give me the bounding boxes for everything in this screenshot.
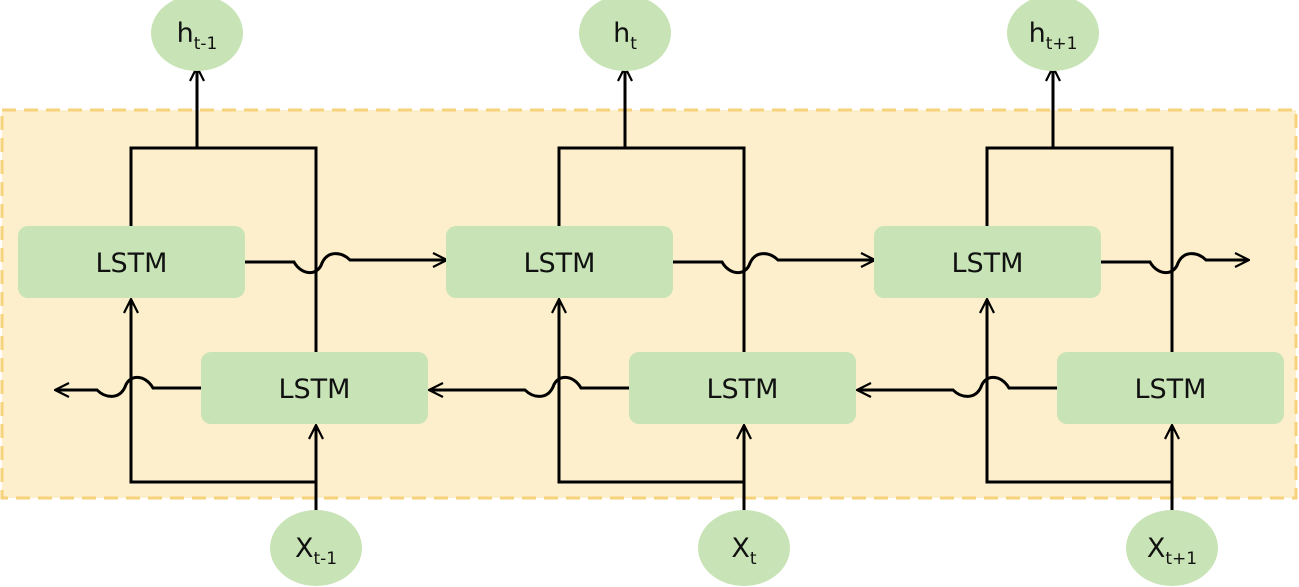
output-node-label: ht xyxy=(613,18,637,54)
lstm-forward-cell: LSTM xyxy=(446,226,673,298)
input-node-label: Xt xyxy=(731,533,757,569)
input-to-forward-arrow xyxy=(987,300,1172,484)
backward-recurrent-arrow xyxy=(858,375,1057,396)
input-node: Xt xyxy=(698,510,790,586)
forward-recurrent-arrow xyxy=(673,254,874,275)
lstm-label: LSTM xyxy=(952,248,1024,279)
lstm-backward-cell: LSTM xyxy=(629,352,856,424)
input-node: Xt-1 xyxy=(270,510,362,586)
lstm-label: LSTM xyxy=(707,374,779,405)
input-to-forward-arrow xyxy=(131,300,316,484)
lstm-backward-cell: LSTM xyxy=(201,352,428,424)
backward-recurrent-arrow xyxy=(56,375,201,396)
output-merge-line xyxy=(557,146,746,352)
forward-recurrent-arrow xyxy=(245,254,446,275)
backward-recurrent-arrow xyxy=(430,375,629,396)
output-node-label: ht-1 xyxy=(177,18,218,54)
lstm-forward-cell: LSTM xyxy=(18,226,245,298)
forward-recurrent-arrow xyxy=(1101,254,1248,275)
lstm-backward-cell: LSTM xyxy=(1057,352,1284,424)
lstm-label: LSTM xyxy=(1135,374,1207,405)
output-node: ht+1 xyxy=(1007,0,1099,71)
lstm-label: LSTM xyxy=(279,374,351,405)
output-node: ht-1 xyxy=(151,0,243,71)
input-node: Xt+1 xyxy=(1126,510,1218,586)
output-merge-line xyxy=(129,146,318,352)
output-merge-line xyxy=(985,146,1174,352)
output-node-label: ht+1 xyxy=(1029,18,1078,54)
output-node: ht xyxy=(579,0,671,71)
input-node-label: Xt-1 xyxy=(295,533,337,569)
lstm-forward-cell: LSTM xyxy=(874,226,1101,298)
lstm-label: LSTM xyxy=(524,248,596,279)
lstm-label: LSTM xyxy=(96,248,168,279)
input-node-label: Xt+1 xyxy=(1147,533,1197,569)
layer-panel xyxy=(0,108,1298,500)
input-to-forward-arrow xyxy=(559,300,744,484)
